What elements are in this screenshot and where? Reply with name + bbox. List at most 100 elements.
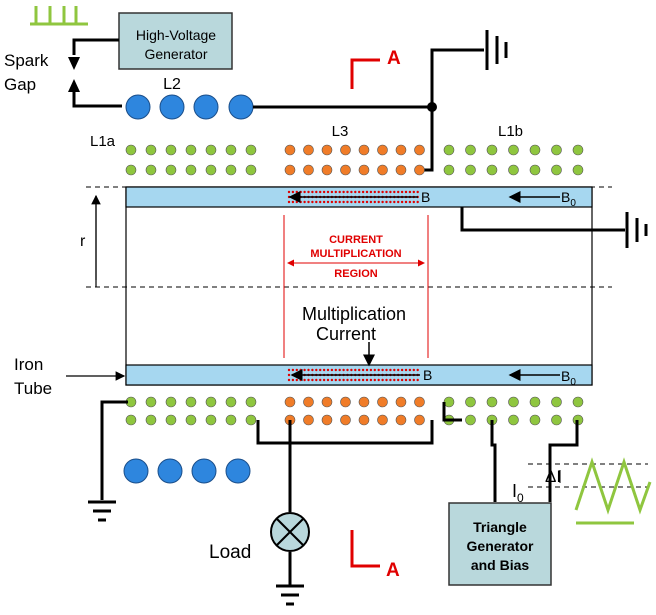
b0-bottom-sub: 0 [570, 377, 576, 388]
flux-dot [326, 378, 330, 382]
b0-label-bottom: B0 [561, 368, 576, 388]
flux-dot [358, 378, 361, 382]
b0-label-top: B0 [561, 189, 576, 209]
flux-dot [354, 368, 357, 372]
l1b-winding [508, 414, 519, 426]
l3-winding [377, 164, 388, 176]
flux-dot [400, 378, 404, 382]
flux-dot [373, 190, 376, 194]
flux-dot [326, 190, 330, 194]
l1a-winding [245, 144, 257, 156]
flux-dot [354, 378, 357, 382]
l1a-winding [145, 144, 157, 156]
flux-dot [365, 200, 369, 204]
flux-dot [400, 368, 404, 372]
flux-dot [322, 200, 326, 204]
top-coil-windings [125, 144, 584, 176]
l3-winding [303, 396, 314, 408]
flux-dot [404, 200, 408, 204]
flux-dot [287, 378, 291, 382]
hv-generator-box [118, 12, 233, 70]
flux-dot [315, 200, 318, 204]
flux-dot [291, 200, 295, 204]
l2-label: L2 [163, 76, 181, 93]
i0-label: I0 [512, 481, 524, 505]
flux-dot [385, 190, 388, 194]
flux-dot [307, 200, 310, 204]
flux-dot [385, 200, 388, 204]
l1b-winding [443, 144, 455, 156]
l1a-winding [205, 396, 217, 408]
flux-dot [404, 378, 408, 382]
flux-dot [385, 378, 388, 382]
l1a-winding [165, 144, 177, 156]
flux-dot [311, 378, 314, 382]
flux-dot [358, 190, 361, 194]
flux-dot [354, 200, 357, 204]
l3-winding [340, 396, 351, 408]
l3-winding [303, 164, 314, 176]
l3-winding [377, 414, 388, 426]
l3-winding [414, 396, 425, 408]
l3-winding [321, 414, 333, 426]
iron-tube-label-1: Iron [14, 355, 43, 374]
flux-dot [369, 190, 373, 194]
l1b-winding [551, 144, 562, 156]
mult-current-label-1: Multiplication [302, 304, 406, 324]
flux-dot [408, 190, 412, 194]
flux-dot [377, 378, 380, 382]
l1a-winding [205, 414, 217, 426]
l3-winding [321, 164, 333, 176]
l3-winding [284, 144, 296, 156]
l3-winding [321, 144, 333, 156]
flux-dot [287, 190, 291, 194]
l1a-winding [185, 164, 197, 176]
flux-dot [295, 200, 298, 204]
l1b-label: L1b [498, 123, 523, 140]
l3-winding [358, 396, 370, 408]
flux-dot [373, 200, 376, 204]
flux-dot [330, 200, 334, 204]
l3-winding [395, 414, 407, 426]
b0-bottom-main: B [561, 368, 570, 384]
flux-dot [369, 378, 373, 382]
flux-dot [299, 200, 302, 204]
flux-dot [334, 190, 337, 194]
l1b-winding [551, 396, 562, 408]
flux-dot [350, 368, 353, 372]
hv-generator-label-2: Generator [144, 46, 207, 62]
flux-dot [307, 368, 310, 372]
l1b-winding [486, 164, 498, 176]
l1a-winding [185, 144, 197, 156]
flux-dot [342, 200, 345, 204]
flux-dot [322, 378, 326, 382]
flux-dot [365, 378, 369, 382]
hv-generator-label-1: High-Voltage [136, 27, 216, 43]
l1a-winding [165, 164, 177, 176]
l1a-winding [225, 144, 237, 156]
bottom-coil-windings [125, 396, 584, 426]
l1a-winding [145, 396, 157, 408]
flux-dot [315, 368, 318, 372]
flux-dot [330, 190, 334, 194]
l3-winding [321, 396, 333, 408]
l1b-winding [572, 396, 584, 408]
delta-i-label: ΔI [545, 467, 561, 486]
spark-gap-label-2: Gap [4, 75, 36, 94]
flux-dot [291, 368, 295, 372]
l1a-label: L1a [90, 133, 116, 150]
flux-dot [412, 190, 415, 194]
flux-dot [373, 378, 376, 382]
section-a-bottom-label: A [386, 560, 400, 581]
flux-dot [361, 190, 365, 194]
flux-dot [346, 200, 349, 204]
l1b-winding [572, 144, 584, 156]
flux-dot [287, 373, 291, 377]
flux-dot [322, 190, 326, 194]
l1a-winding [165, 414, 177, 426]
flux-dot [361, 200, 365, 204]
flux-dot [400, 200, 404, 204]
l3-winding [340, 144, 351, 156]
l1a-winding [165, 396, 177, 408]
flux-dot [311, 190, 314, 194]
